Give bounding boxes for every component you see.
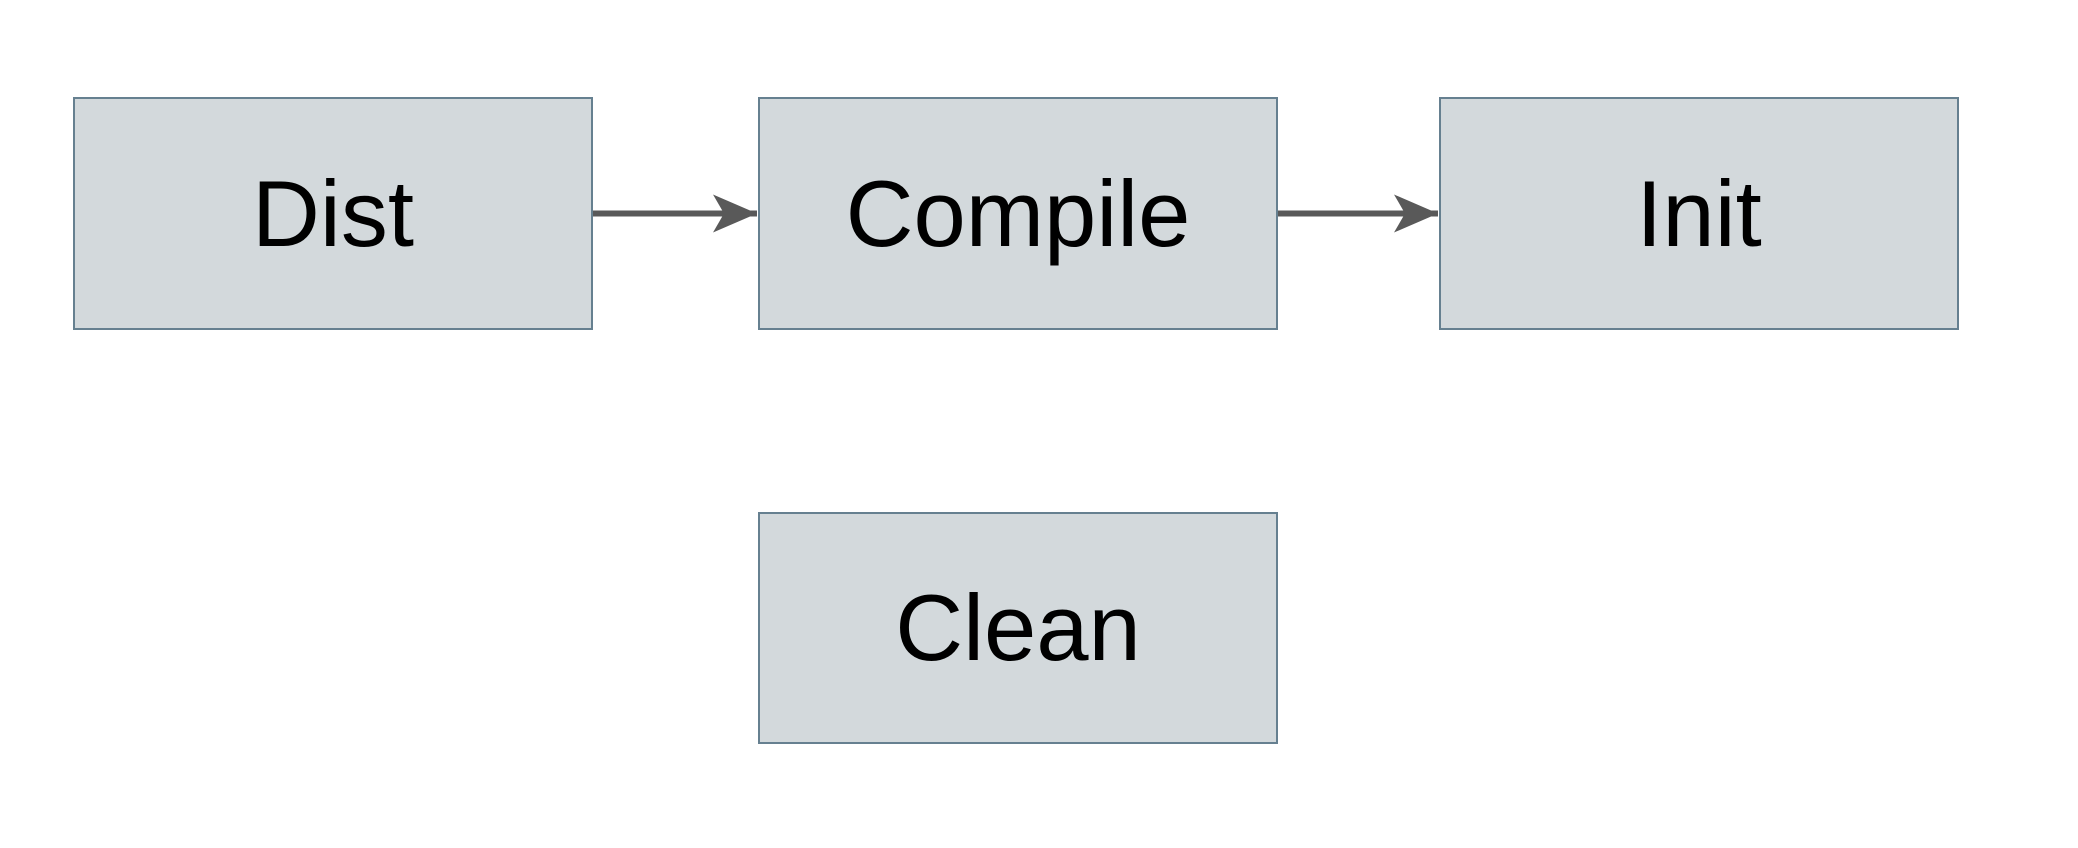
- node-clean[interactable]: Clean: [758, 512, 1278, 744]
- node-init-label: Init: [1636, 160, 1762, 266]
- node-compile-label: Compile: [845, 160, 1191, 266]
- node-compile[interactable]: Compile: [758, 97, 1278, 330]
- node-init[interactable]: Init: [1439, 97, 1959, 330]
- node-dist-label: Dist: [252, 160, 414, 266]
- node-clean-label: Clean: [895, 575, 1141, 680]
- node-dist[interactable]: Dist: [73, 97, 593, 330]
